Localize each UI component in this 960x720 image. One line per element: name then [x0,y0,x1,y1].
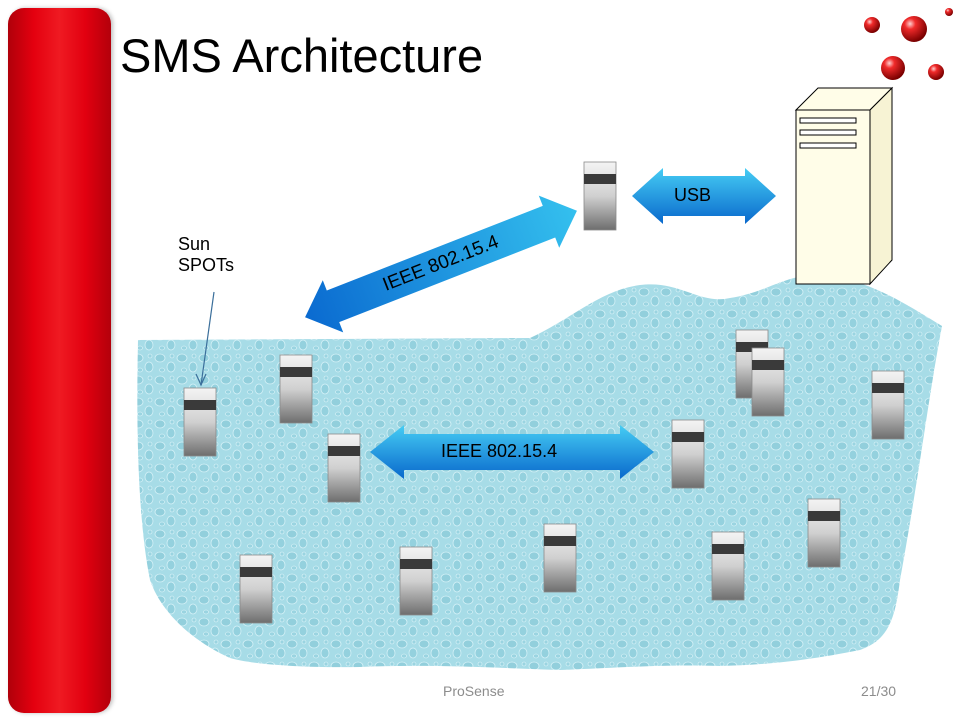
sun-spot-node [711,531,745,601]
slide-title: SMS Architecture [120,29,484,82]
sun-spots-label-line2: SPOTs [178,255,235,275]
sun-spot-node [183,387,217,457]
ieee-horizontal-label: IEEE 802.15.4 [441,441,558,461]
sun-spot-node [671,419,705,489]
server-computer [794,86,894,286]
usb-arrow [632,168,776,224]
sun-spots-pointer [200,291,215,386]
footer-title: ProSense [443,683,505,699]
usb-label: USB [674,185,712,205]
ieee-diagonal-arrow [305,195,577,333]
sun-spot-node [279,354,313,424]
sun-spot-node [751,347,785,417]
sun-spot-node [327,433,361,503]
sphere-1 [864,17,880,33]
sun-spot-node [543,523,577,593]
sphere-3 [945,8,953,16]
sun-spot-node [399,546,433,616]
base-station-spot [583,161,617,231]
sun-spots-label: Sun SPOTs [178,234,234,276]
sphere-5 [928,64,944,80]
sun-spot-node [239,554,273,624]
sun-spot-node [871,370,905,440]
sphere-4 [881,56,905,80]
sun-spot-node [807,498,841,568]
red-side-bar [8,8,111,713]
ieee-horizontal-arrow [370,425,654,479]
page-number: 21/30 [861,683,897,699]
sun-spots-label-line1: Sun [178,234,211,254]
sphere-2 [901,16,927,42]
